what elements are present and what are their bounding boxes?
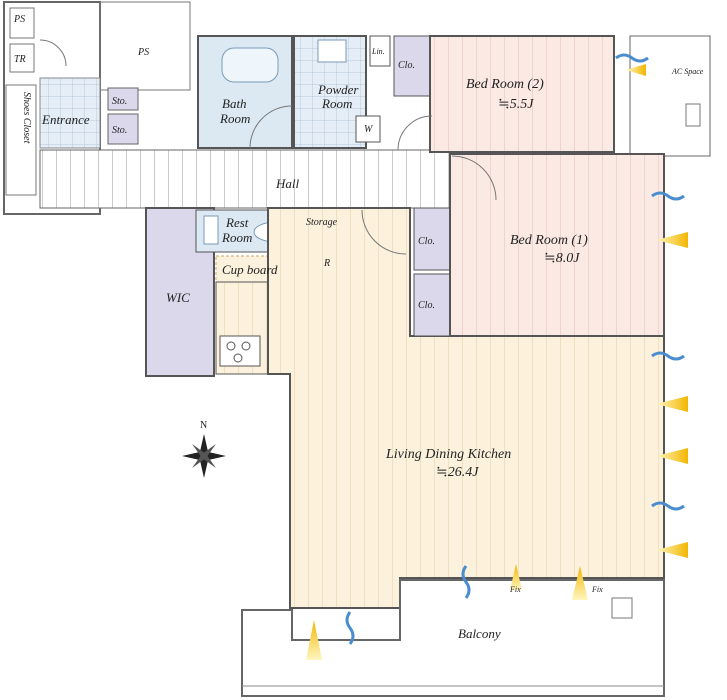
label-bed1-size: ≒8.0J (544, 251, 580, 266)
label-tr: TR (14, 54, 26, 65)
hall-floor (39, 149, 451, 209)
label-bed2-size: ≒5.5J (498, 97, 534, 112)
label-entrance: Entrance (41, 112, 90, 127)
label-powder-1: Powder (317, 82, 359, 97)
tr-shaft (9, 43, 35, 73)
cooktop (219, 335, 261, 367)
entrance-floor (39, 77, 101, 149)
door-swing-tr (39, 39, 67, 67)
wash-basin (317, 39, 347, 63)
label-powder-2: Room (321, 96, 352, 111)
label-washer: W (364, 124, 374, 135)
label-refrigerator: R (323, 258, 330, 269)
sto-box-2 (107, 113, 139, 145)
label-fix-1: Fix (509, 585, 521, 594)
balcony-fixture (611, 597, 633, 619)
door-swing-bath (249, 105, 293, 149)
label-balcony: Balcony (458, 626, 501, 641)
compass-icon (182, 434, 226, 478)
ldk-floor (267, 207, 665, 609)
label-rest-1: Rest (225, 215, 249, 230)
bed-room-2 (429, 35, 615, 153)
label-ac-space: AC Space (671, 67, 704, 76)
linen-box (369, 35, 391, 67)
label-sto-2: Sto. (112, 125, 127, 136)
door-swing-bed2 (397, 115, 433, 151)
ac-space (629, 35, 711, 157)
label-wic: WIC (166, 290, 190, 305)
closet-bed1-b (413, 273, 451, 337)
ventilation-indicators (306, 53, 688, 660)
label-fix-2: Fix (591, 585, 603, 594)
label-clo-bed2: Clo. (398, 60, 415, 71)
closet-bed1-a (413, 207, 451, 271)
label-ps-top: PS (13, 14, 25, 25)
label-bed2-name: Bed Room (2) (466, 77, 544, 92)
label-sto-1: Sto. (112, 96, 127, 107)
ac-unit-outline (685, 103, 701, 127)
label-bath-1: Bath (222, 96, 247, 111)
label-shoes-closet: Shoes Closet (21, 92, 32, 144)
compass-north-label: N (200, 420, 207, 431)
sto-box-1 (107, 87, 139, 111)
ps-shaft-top (9, 7, 35, 39)
label-ldk-name: Living Dining Kitchen (385, 447, 511, 462)
label-rest-2: Room (221, 230, 252, 245)
door-swing-bed1 (451, 155, 497, 201)
ps-area (99, 1, 191, 91)
label-lin: Lin. (371, 47, 385, 56)
label-hall: Hall (275, 176, 300, 191)
label-ldk-size: ≒26.4J (436, 465, 479, 480)
label-clo-bed1-b: Clo. (418, 300, 435, 311)
label-storage: Storage (306, 217, 338, 228)
label-bath-2: Room (219, 111, 250, 126)
toilet-sink (203, 215, 219, 245)
bathtub (221, 47, 279, 83)
label-ps-mid: PS (137, 47, 149, 58)
label-clo-bed1-a: Clo. (418, 236, 435, 247)
bed-room-1 (449, 153, 665, 337)
balcony-area (241, 579, 665, 697)
closet-bed2 (393, 35, 431, 97)
washer-box (355, 115, 381, 143)
door-swing-ldk (361, 209, 407, 255)
label-bed1-name: Bed Room (1) (510, 233, 588, 248)
label-cupboard: Cup board (222, 262, 278, 277)
shoes-closet-area (5, 84, 37, 196)
